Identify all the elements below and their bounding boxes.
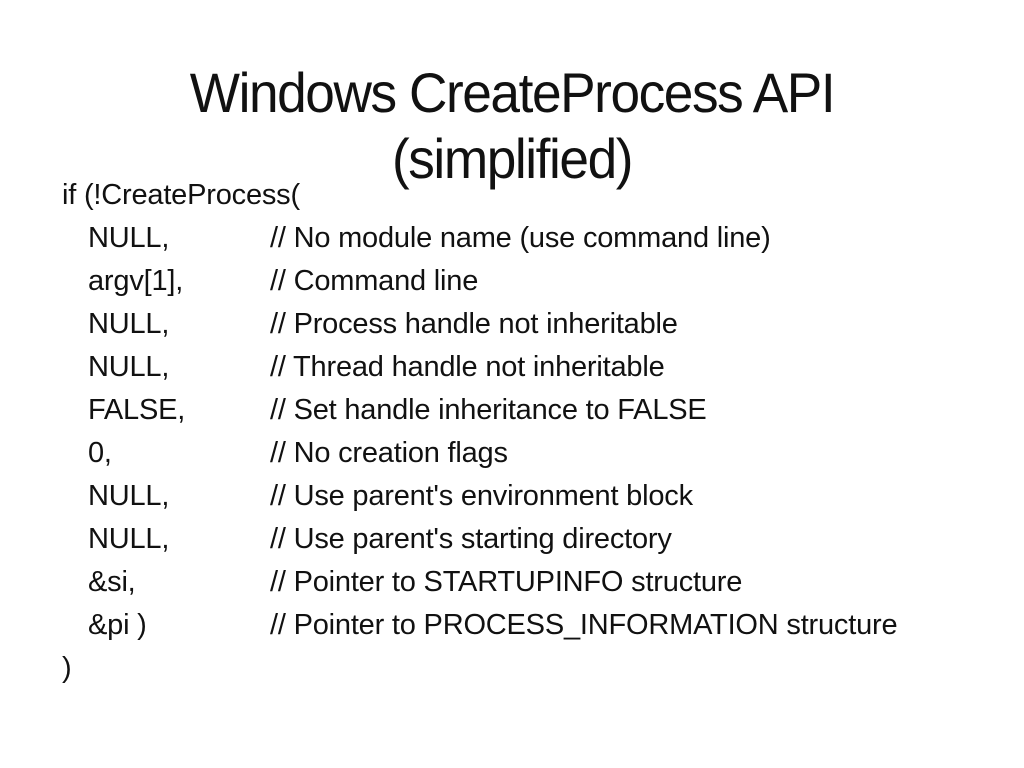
param-comment: // Use parent's starting directory bbox=[270, 523, 672, 555]
param-value: NULL, bbox=[88, 308, 170, 340]
slide-title-line2: (simplified) bbox=[391, 126, 633, 190]
code-opening-line: if (!CreateProcess( bbox=[62, 179, 300, 211]
code-param-line: &si, // Pointer to STARTUPINFO structure bbox=[62, 561, 1004, 604]
param-comment: // Thread handle not inheritable bbox=[270, 351, 665, 383]
param-value: NULL, bbox=[88, 480, 170, 512]
slide-title-line1: Windows CreateProcess API bbox=[189, 60, 836, 124]
slide-title: Windows CreateProcess API (simplified) bbox=[0, 60, 1024, 192]
code-param-line: FALSE, // Set handle inheritance to FALS… bbox=[62, 389, 1004, 432]
code-param-line: NULL, // Use parent's starting directory bbox=[62, 518, 1004, 561]
code-param-line: 0, // No creation flags bbox=[62, 432, 1004, 475]
param-comment: // Pointer to PROCESS_INFORMATION struct… bbox=[270, 609, 898, 641]
param-value: &si, bbox=[88, 566, 136, 598]
code-closing-line: ) bbox=[62, 652, 72, 684]
param-value: NULL, bbox=[88, 222, 170, 254]
param-value: NULL, bbox=[88, 523, 170, 555]
param-comment: // Use parent's environment block bbox=[270, 480, 693, 512]
code-param-line: argv[1], // Command line bbox=[62, 260, 1004, 303]
param-comment: // No module name (use command line) bbox=[270, 222, 771, 254]
code-param-line: NULL, // Process handle not inheritable bbox=[62, 303, 1004, 346]
param-comment: // No creation flags bbox=[270, 437, 508, 469]
param-comment: // Pointer to STARTUPINFO structure bbox=[270, 566, 743, 598]
param-value: FALSE, bbox=[88, 394, 186, 426]
code-param-line: &pi ) // Pointer to PROCESS_INFORMATION … bbox=[62, 604, 1004, 647]
param-comment: // Command line bbox=[270, 265, 479, 297]
param-value: argv[1], bbox=[88, 265, 184, 297]
code-param-line: NULL, // No module name (use command lin… bbox=[62, 217, 1004, 260]
param-value: &pi ) bbox=[88, 609, 147, 641]
param-value: 0, bbox=[88, 437, 112, 469]
param-comment: // Process handle not inheritable bbox=[270, 308, 678, 340]
code-listing: if (!CreateProcess( NULL, // No module n… bbox=[62, 174, 1004, 690]
param-value: NULL, bbox=[88, 351, 170, 383]
code-param-line: NULL, // Use parent's environment block bbox=[62, 475, 1004, 518]
code-param-line: NULL, // Thread handle not inheritable bbox=[62, 346, 1004, 389]
param-comment: // Set handle inheritance to FALSE bbox=[270, 394, 707, 426]
